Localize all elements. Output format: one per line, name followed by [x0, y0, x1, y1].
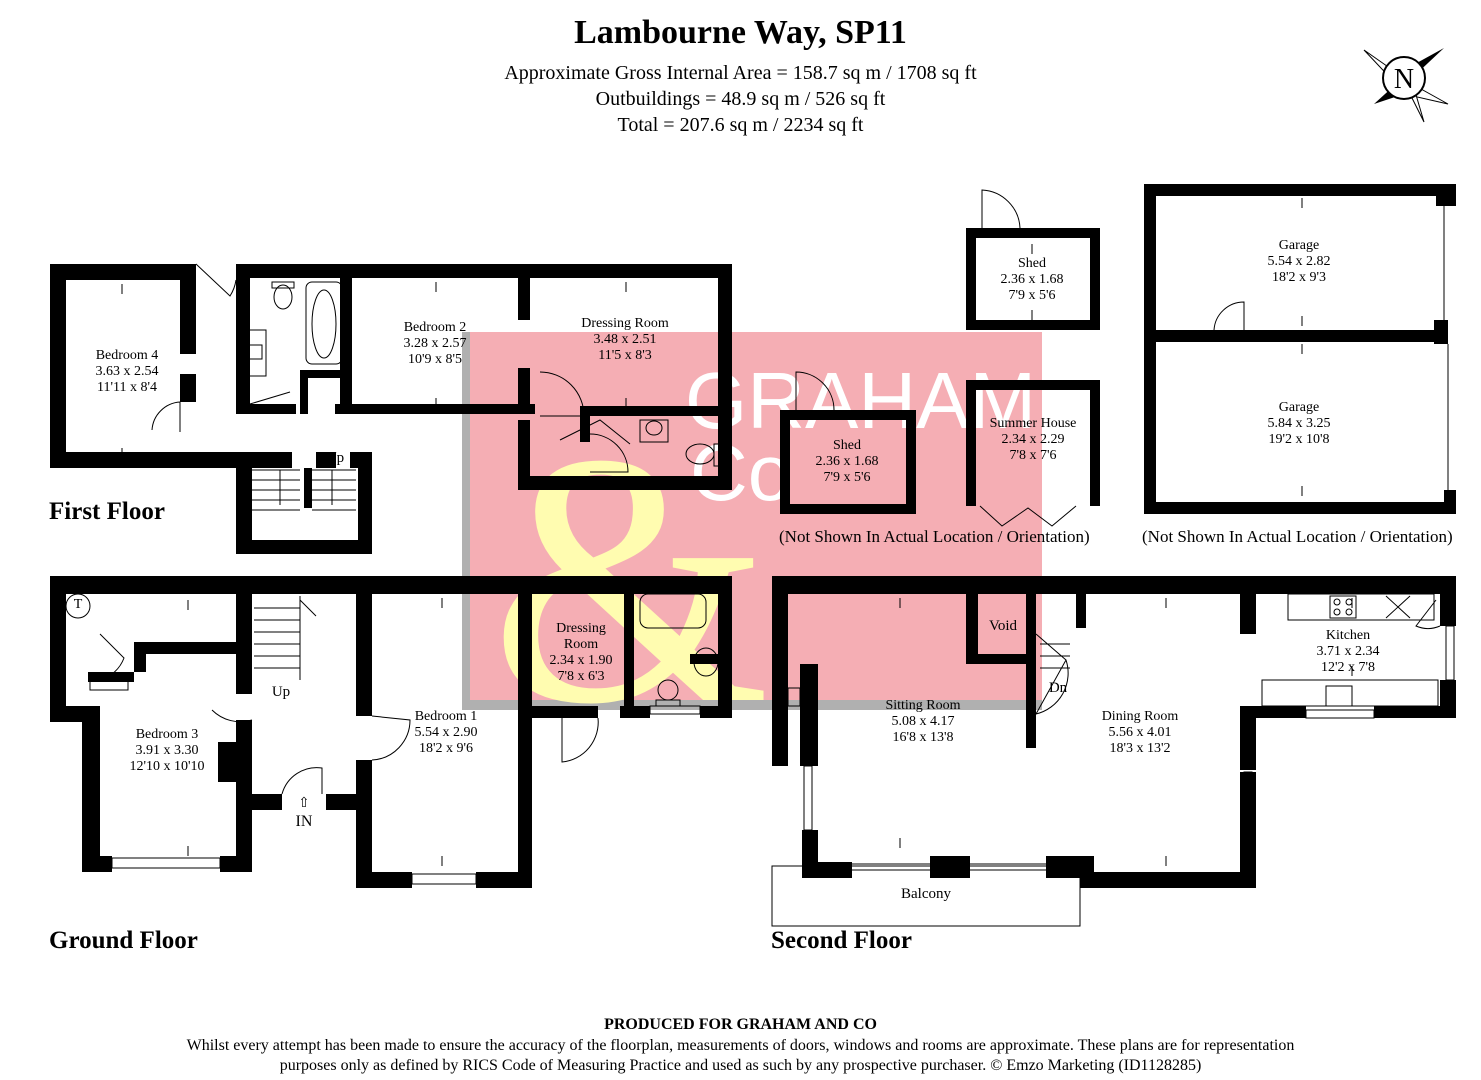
dimension-arrows: [121, 198, 1353, 866]
second-floor-details: [771, 593, 1455, 927]
room-metric: 2.34 x 2.29: [1001, 432, 1065, 447]
floor-title-first: First Floor: [49, 498, 165, 525]
room-label-sitting-room: Sitting Room 5.08 x 4.17 16'8 x 13'8: [885, 698, 960, 746]
room-label-bedroom-4: Bedroom 4 3.63 x 2.54 11'11 x 8'4: [96, 348, 159, 396]
outbuilding-details: [795, 189, 1449, 527]
room-name: Kitchen: [1325, 628, 1371, 643]
room-label-kitchen: Kitchen 3.71 x 2.34 12'2 x 7'8: [1317, 628, 1380, 676]
room-name: Garage: [1278, 238, 1320, 253]
room-label-bedroom-1: Bedroom 1 5.54 x 2.90 18'2 x 9'6: [415, 709, 478, 757]
entrance-arrow-icon: ⇧: [298, 796, 310, 811]
stairs-down-label: Dn: [269, 450, 289, 466]
room-metric: 5.84 x 3.25: [1267, 416, 1331, 431]
room-metric: 3.28 x 2.57: [403, 336, 467, 351]
room-imperial: 7'9 x 5'6: [823, 470, 871, 485]
room-label-garage-top: Garage 5.54 x 2.82 18'2 x 9'3: [1268, 238, 1331, 286]
room-imperial: 18'2 x 9'6: [418, 741, 474, 756]
first-floor-details: [87, 263, 723, 511]
room-name: Sitting Room: [885, 698, 961, 713]
room-imperial: 18'2 x 9'3: [1271, 270, 1327, 285]
room-label-bedroom-2: Bedroom 2 3.28 x 2.57 10'9 x 8'5: [404, 320, 467, 368]
thermostat-marker: T: [73, 597, 83, 612]
room-label-summer-house: Summer House 2.34 x 2.29 7'8 x 7'6: [990, 416, 1077, 464]
room-imperial: 11'5 x 8'3: [598, 348, 652, 363]
room-metric: 5.54 x 2.90: [414, 725, 478, 740]
room-metric: 3.71 x 2.34: [1316, 644, 1380, 659]
room-imperial: 16'8 x 13'8: [892, 730, 954, 745]
room-metric: 3.63 x 2.54: [95, 364, 159, 379]
room-metric: 5.08 x 4.17: [891, 714, 955, 729]
stairs-down-second-label: Dn: [1048, 680, 1068, 696]
room-name: Bedroom 2: [403, 320, 467, 335]
footer-title: PRODUCED FOR GRAHAM AND CO: [604, 1016, 877, 1033]
footer-disclaimer-line-2: purposes only as defined by RICS Code of…: [279, 1057, 1202, 1074]
watermark-brand-word-2: Co: [690, 428, 792, 517]
room-metric: 2.36 x 1.68: [1000, 272, 1064, 287]
room-imperial: 11'11 x 8'4: [96, 380, 157, 395]
room-metric: 3.91 x 3.30: [135, 743, 199, 758]
total-area-text: Total = 207.6 sq m / 2234 sq ft: [617, 114, 864, 136]
entrance-label: IN: [295, 813, 313, 830]
room-name: Bedroom 4: [95, 348, 159, 363]
room-imperial: 12'2 x 7'8: [1320, 660, 1376, 675]
ground-floor-walls: [50, 576, 732, 888]
room-name: Dining Room: [1101, 709, 1179, 724]
void-label: Void: [988, 618, 1018, 634]
room-imperial: 7'9 x 5'6: [1008, 288, 1056, 303]
outbuildings-area-text: Outbuildings = 48.9 sq m / 526 sq ft: [595, 88, 886, 110]
room-imperial: 7'8 x 7'6: [1009, 448, 1057, 463]
floor-title-second: Second Floor: [771, 927, 912, 954]
room-name: Shed: [833, 438, 861, 453]
room-label-dressing-room-first: Dressing Room 3.48 x 2.51 11'5 x 8'3: [581, 316, 669, 364]
room-label-garage-bottom: Garage 5.84 x 3.25 19'2 x 10'8: [1268, 400, 1331, 448]
garages-location-note: (Not Shown In Actual Location / Orientat…: [1142, 527, 1453, 546]
stairs-up-label: Up: [325, 450, 345, 466]
room-label-shed-top: Shed 2.36 x 1.68 7'9 x 5'6: [1001, 256, 1064, 304]
ground-floor-details: [65, 593, 719, 885]
room-name: Bedroom 1: [414, 709, 478, 724]
room-imperial: 10'9 x 8'5: [407, 352, 463, 367]
room-imperial: 7'8 x 6'3: [557, 669, 605, 684]
plan-title: Lambourne Way, SP11: [574, 14, 907, 51]
room-name-line-1: Dressing: [556, 621, 606, 636]
room-metric: 2.34 x 1.90: [549, 653, 613, 668]
room-name-line-2: Room: [563, 637, 599, 652]
footer-disclaimer-line-1: Whilst every attempt has been made to en…: [186, 1037, 1295, 1054]
compass-north-label: N: [1394, 64, 1414, 95]
room-metric: 5.56 x 4.01: [1108, 725, 1172, 740]
outbuilding-walls: [780, 184, 1456, 514]
room-metric: 3.48 x 2.51: [593, 332, 657, 347]
room-imperial: 12'10 x 10'10: [129, 759, 205, 774]
room-name: Bedroom 3: [135, 727, 199, 742]
room-name: Dressing Room: [581, 316, 669, 331]
stairs-up-ground-label: Up: [271, 684, 291, 700]
compass-icon: N: [1356, 44, 1452, 126]
balcony-outline: [771, 865, 1081, 927]
room-imperial: 19'2 x 10'8: [1268, 432, 1330, 447]
floor-title-ground: Ground Floor: [49, 927, 198, 954]
room-metric: 2.36 x 1.68: [815, 454, 879, 469]
room-metric: 5.54 x 2.82: [1267, 254, 1331, 269]
room-name: Garage: [1278, 400, 1320, 415]
watermark-brand-word-1: GRAHAM: [685, 356, 1036, 445]
gross-area-text: Approximate Gross Internal Area = 158.7 …: [504, 62, 977, 84]
room-label-dining-room: Dining Room 5.56 x 4.01 18'3 x 13'2: [1102, 709, 1179, 757]
room-name: Summer House: [989, 416, 1077, 431]
room-label-dressing-room-ground: Dressing Room 2.34 x 1.90 7'8 x 6'3: [550, 621, 613, 685]
outbuildings-location-note: (Not Shown In Actual Location / Orientat…: [779, 527, 1090, 546]
balcony-label: Balcony: [901, 886, 951, 902]
room-name: Shed: [1018, 256, 1046, 271]
room-imperial: 18'3 x 13'2: [1109, 741, 1171, 756]
room-label-shed-middle: Shed 2.36 x 1.68 7'9 x 5'6: [816, 438, 879, 486]
watermark-background: [462, 332, 1042, 710]
room-label-bedroom-3: Bedroom 3 3.91 x 3.30 12'10 x 10'10: [129, 727, 204, 775]
